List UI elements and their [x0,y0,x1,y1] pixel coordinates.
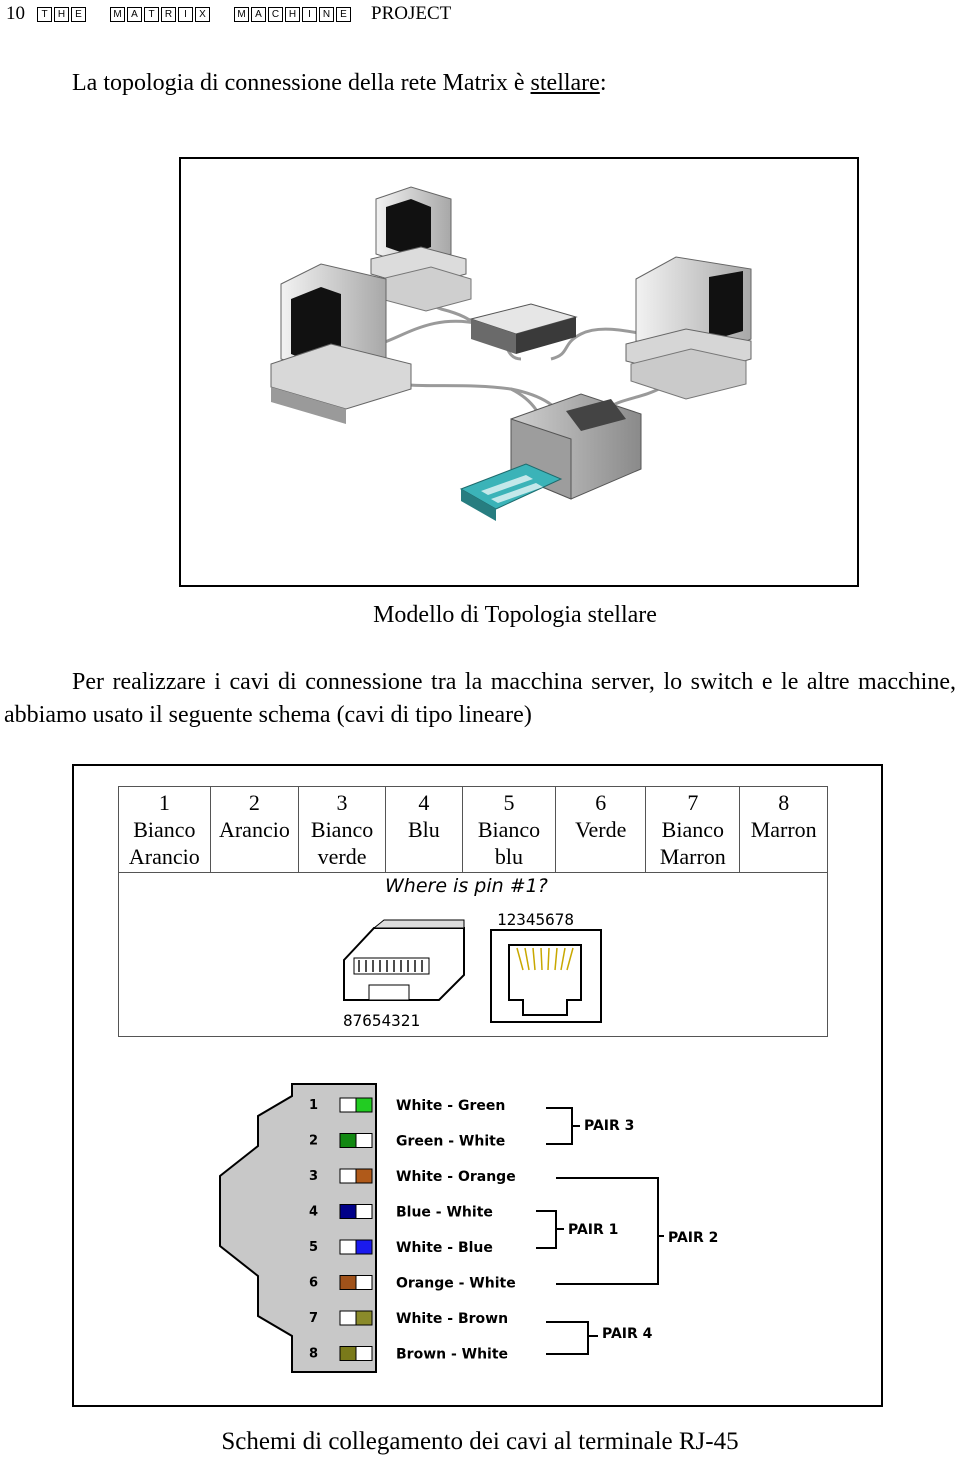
keycap-letter: M [234,6,249,22]
pin-color-name: Bianco verde [310,817,374,869]
wire-color-swatch [339,1204,373,1219]
wire-label: White - Green [396,1098,505,1114]
wiring-pin-number: 5 [309,1240,318,1255]
wire-color-swatch [339,1310,373,1326]
pin-color-name: Bianco Arancio [128,817,200,869]
keycap-letter: T [144,6,159,22]
plug-pin-numbers: 87654321 [343,1011,420,1030]
pin-color-name: Blu [407,817,440,842]
rj45-plug-drawing: 87654321 [343,919,465,1030]
pair-2-label: PAIR 2 [668,1230,718,1246]
body-paragraph: Per realizzare i cavi di connessione tra… [4,669,956,728]
rj45-jack-drawing: 12345678 [490,910,602,1023]
pair-brackets [536,1107,664,1355]
pair-3-label: PAIR 3 [584,1118,634,1134]
wire-label: Brown - White [396,1347,508,1363]
pin-color-name: Bianco Marron [659,817,726,869]
wiring-pin-number: 4 [309,1205,318,1220]
star-topology-figure [179,157,859,587]
keycap-letter: M [110,6,125,22]
pin-location-diagram: Where is pin #1? 87654321 [118,870,828,1037]
wiring-pin-number: 6 [309,1276,318,1291]
keycap-letter: I [178,6,193,22]
keycap-letter: H [54,6,69,22]
wiring-pin-number: 8 [309,1347,318,1362]
wiring-pin-number: 7 [309,1311,318,1326]
pin-number: 5 [503,790,515,815]
intro-line: La topologia di connessione della rete M… [72,70,607,97]
keycap-letter: E [336,6,351,22]
connector-outline [219,1083,377,1373]
pin-color-name: Bianco blu [477,817,541,869]
figure1-caption: Modello di Topologia stellare [373,602,657,628]
wire-color-swatch [339,1168,373,1184]
wiring-pin-number: 3 [309,1169,318,1184]
wire-label: White - Orange [396,1169,516,1185]
figure2-caption: Schemi di collegamento dei cavi al termi… [221,1428,739,1455]
keycap-letter: C [268,6,283,22]
wire-color-swatch [339,1239,373,1255]
keycap-letter: X [195,6,210,22]
keycap-letter: I [302,6,317,22]
jack-pin-numbers: 12345678 [497,910,574,929]
wire-color-swatch [339,1346,373,1361]
pin-color-name: Marron [750,817,817,842]
switch-device [469,303,578,354]
keycap-letter: A [251,6,266,22]
header-project-label: PROJECT [371,3,452,24]
star-topology-illustration [270,186,752,521]
wire-label: Orange - White [396,1276,516,1292]
intro-text: La topologia di connessione della rete M… [72,70,525,96]
keycap-letter: N [319,6,334,22]
pin-color-name: Arancio [218,817,290,842]
wire-label: White - Brown [396,1311,508,1327]
rj45-schematic-figure [72,764,883,1407]
keycap-letter: H [285,6,300,22]
wire-label: Green - White [396,1134,505,1150]
pin-color-name: Verde [575,817,627,842]
wire-color-swatch [339,1275,373,1290]
page-number: 10 [6,3,25,24]
wiring-pin-number: 2 [309,1134,318,1149]
pair-1-label: PAIR 1 [568,1222,618,1238]
intro-emphasis: stellare [530,70,600,96]
keycap-letter: A [127,6,142,22]
wiring-pin-number: 1 [309,1098,318,1113]
wire-label: Blue - White [396,1205,493,1221]
wire-color-swatch [339,1097,373,1113]
wire-label: White - Blue [396,1240,493,1256]
pin-number: 8 [778,790,790,815]
pin-number: 4 [418,790,430,815]
intro-suffix: : [599,70,607,96]
wire-color-swatch [339,1133,373,1148]
pin-question-text: Where is pin #1? [385,875,548,897]
pair-4-label: PAIR 4 [602,1326,653,1342]
pin-number: 7 [687,790,699,815]
pin-number: 3 [336,790,348,815]
pin-number: 2 [248,790,260,815]
keycap-letter: T [37,6,52,22]
pin-number: 6 [595,790,607,815]
keycap-letter: E [71,6,86,22]
rj45-wiring-diagram: 1 White - Green 2 Green - White 3 White - Ora… [206,1066,752,1394]
keycap-letter: R [161,6,176,22]
pin-number: 1 [158,790,170,815]
